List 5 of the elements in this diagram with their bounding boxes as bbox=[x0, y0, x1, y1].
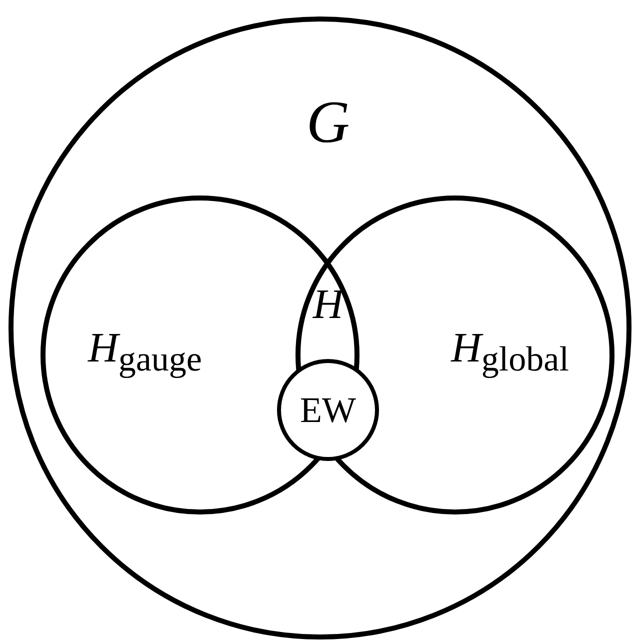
set-label: EW bbox=[300, 392, 356, 428]
set-label: H$_{gauge}$ bbox=[88, 327, 202, 377]
set-label: H bbox=[312, 284, 344, 326]
set-label: G bbox=[306, 92, 350, 152]
set-label: H$_{global}$ bbox=[451, 327, 569, 377]
